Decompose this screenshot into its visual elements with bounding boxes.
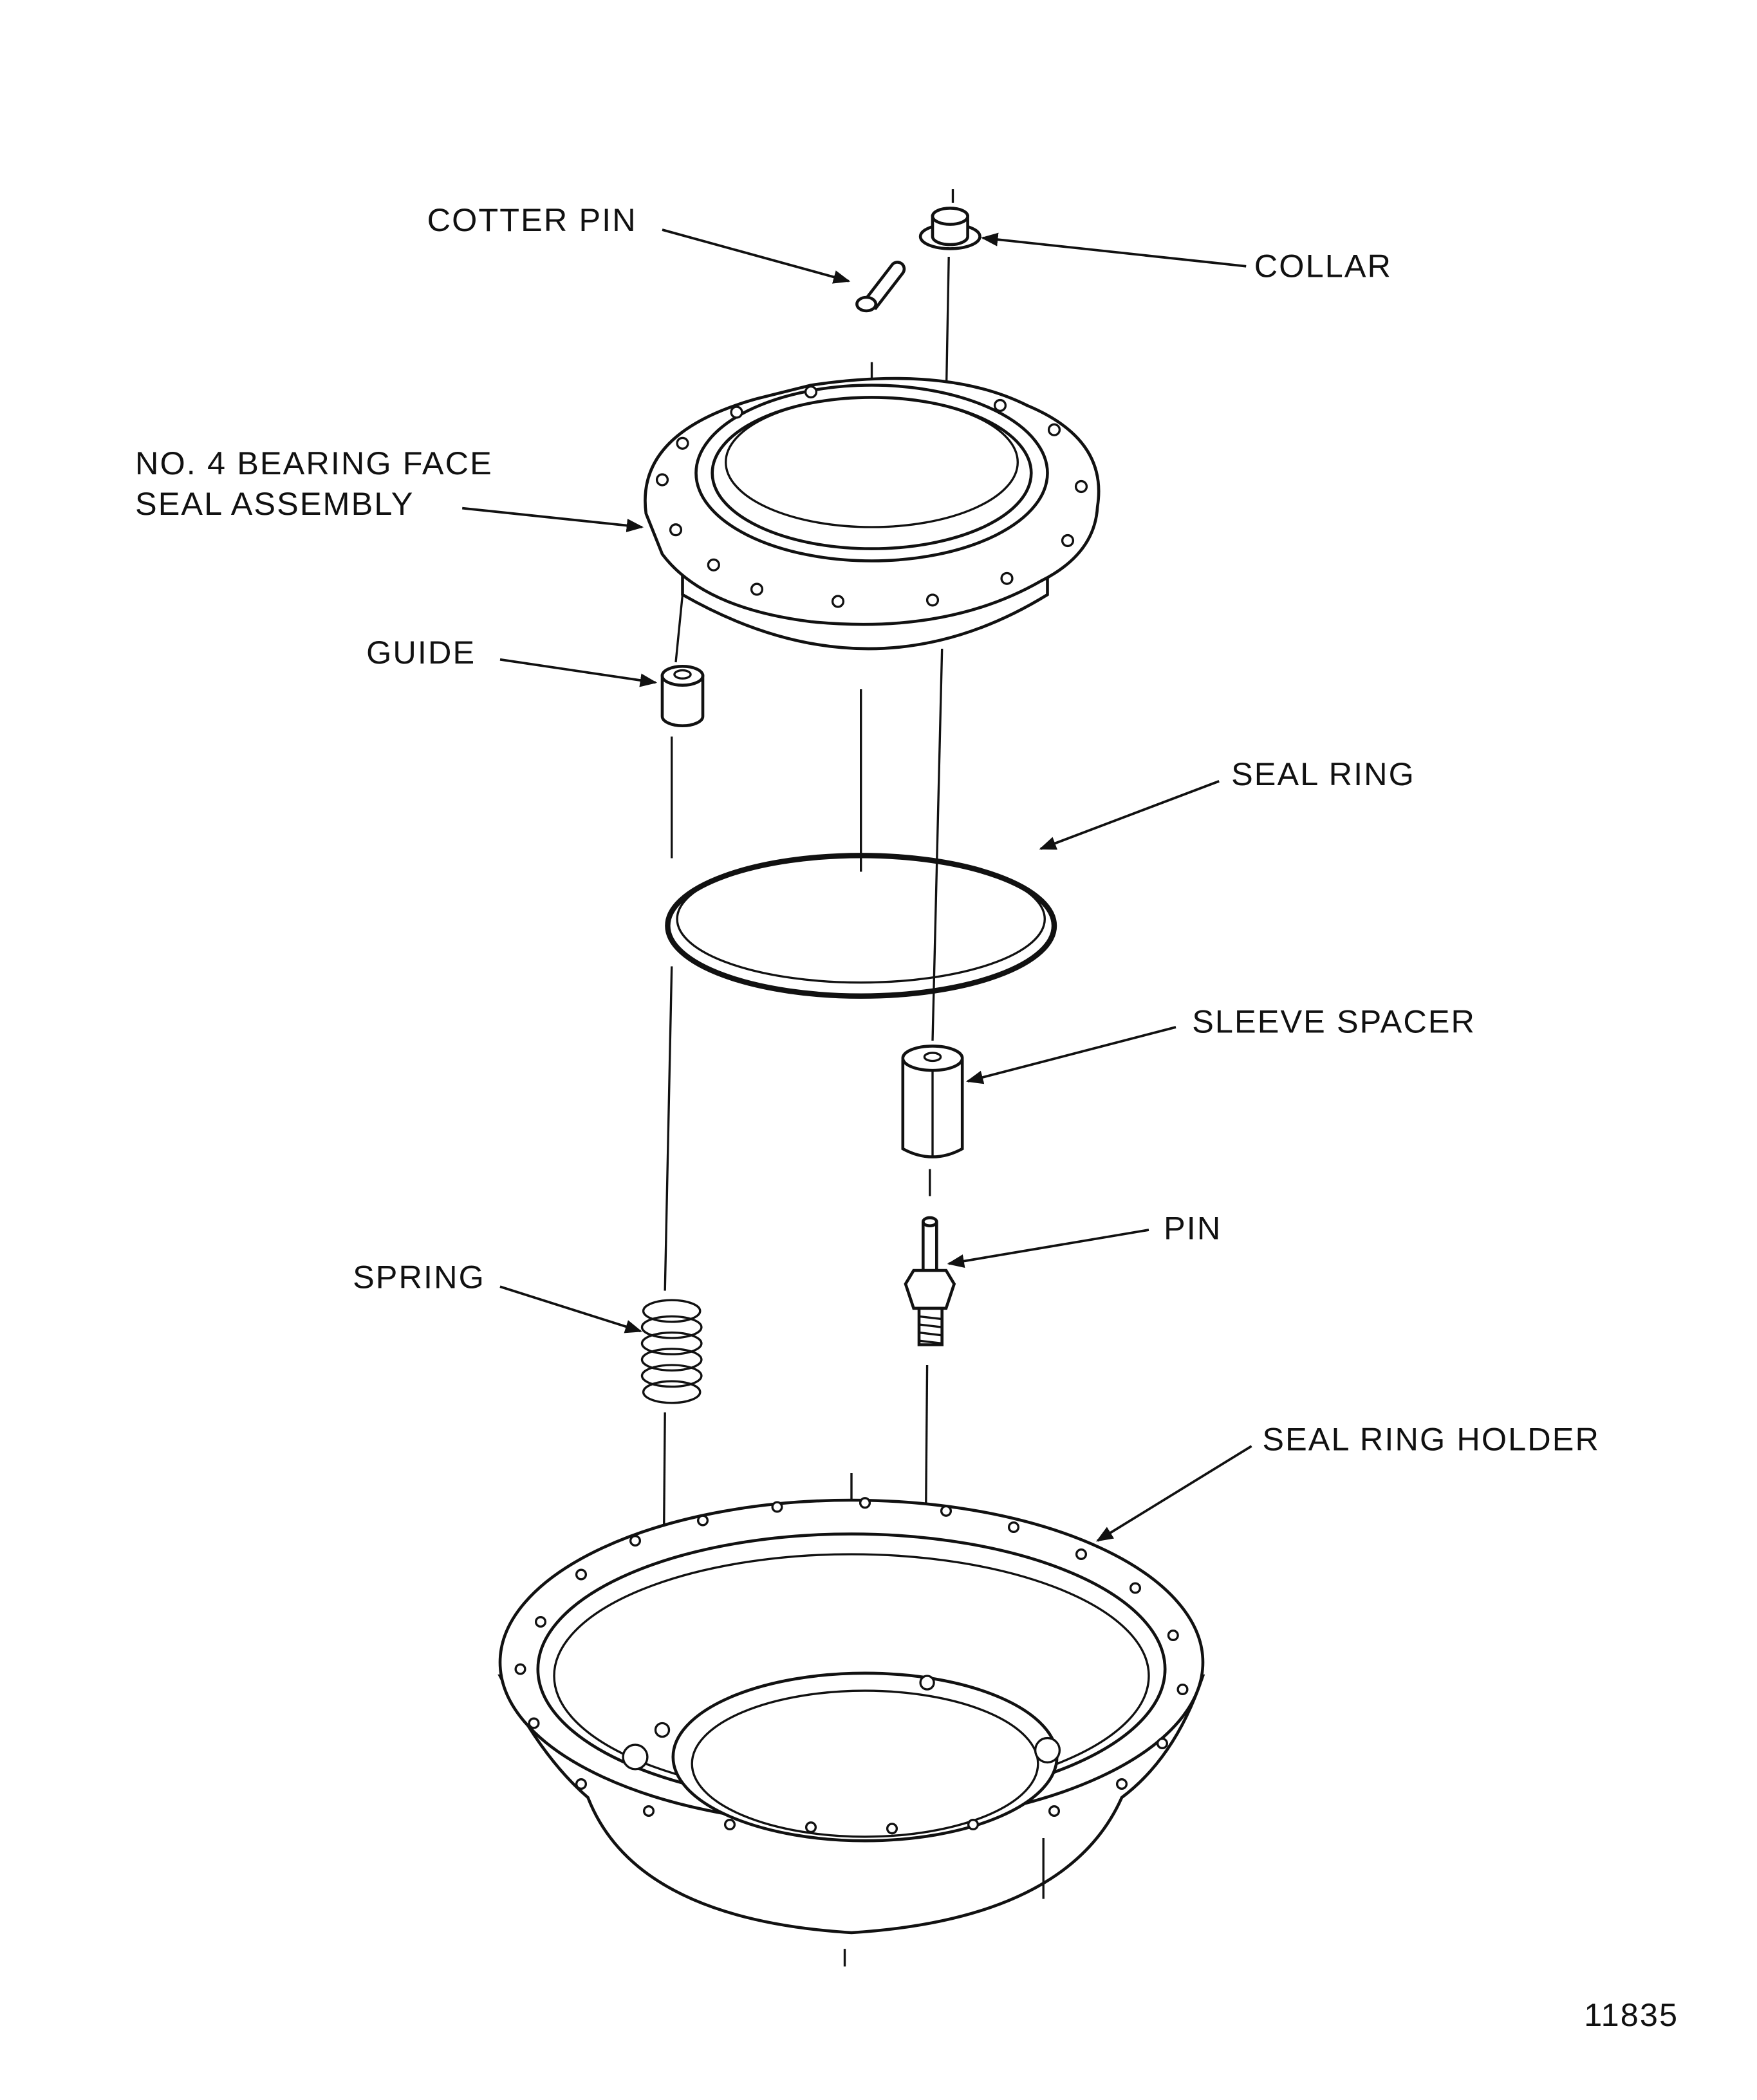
pin-part bbox=[904, 1216, 956, 1346]
label-spring: SPRING bbox=[353, 1258, 485, 1295]
label-sleeve-spacer: SLEEVE SPACER bbox=[1192, 1003, 1476, 1039]
seal-ring-holder-part bbox=[497, 1497, 1205, 1935]
label-seal-ring: SEAL RING bbox=[1231, 756, 1415, 792]
sleeve-spacer-part bbox=[901, 1045, 964, 1158]
label-seal-ring-holder: SEAL RING HOLDER bbox=[1262, 1420, 1600, 1457]
figure-number: 11835 bbox=[1584, 1996, 1678, 2033]
cotter-pin-part bbox=[855, 261, 906, 313]
label-collar: COLLAR bbox=[1254, 247, 1392, 284]
leader-lines bbox=[462, 228, 1252, 1542]
label-guide: GUIDE bbox=[366, 634, 476, 671]
spring-part bbox=[640, 1299, 703, 1404]
label-pin: PIN bbox=[1164, 1210, 1222, 1247]
label-bearing-seal-line2: SEAL ASSEMBLY bbox=[135, 485, 414, 522]
label-cotter-pin: COTTER PIN bbox=[427, 201, 637, 238]
guide-part bbox=[660, 664, 705, 728]
label-bearing-seal-line1: NO. 4 BEARING FACE bbox=[135, 445, 493, 481]
bearing-face-seal-assembly-part bbox=[644, 376, 1101, 651]
seal-ring-part bbox=[665, 853, 1057, 999]
collar-part bbox=[918, 207, 981, 250]
